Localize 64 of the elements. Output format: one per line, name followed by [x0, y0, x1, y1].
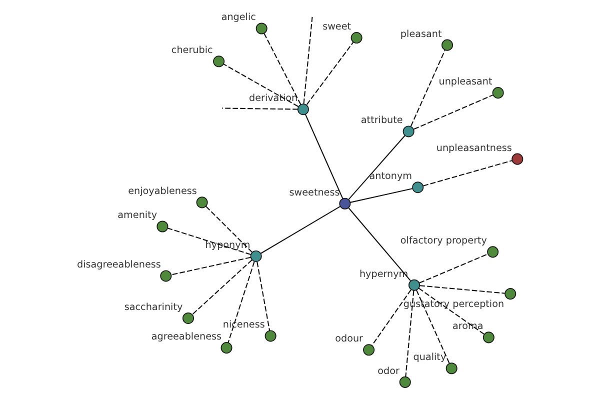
node-circle [196, 196, 208, 208]
node-label: disagreeableness [76, 260, 161, 271]
connector [171, 256, 251, 276]
connector [348, 135, 406, 200]
connector [372, 289, 412, 346]
node-label: saccharinity [124, 302, 183, 313]
node-label: amenity [118, 210, 158, 222]
connector [303, 16, 313, 104]
node-label: unpleasantness [436, 142, 512, 154]
node-label: antonym [369, 171, 412, 182]
node-circle [504, 288, 516, 300]
node-circle [487, 246, 499, 258]
node-label: angelic [221, 12, 256, 24]
node-circle [363, 344, 375, 356]
node-circle [412, 182, 424, 194]
node-circle [399, 376, 411, 388]
connector [419, 254, 488, 284]
node-circle [264, 330, 276, 342]
connector [228, 262, 255, 343]
node-circle [156, 220, 168, 232]
node-label: cherubic [171, 45, 213, 56]
node-circle [256, 22, 268, 34]
node-circle [446, 362, 458, 374]
node-label: sweetness [289, 187, 340, 198]
connector [222, 108, 298, 110]
node-circle [213, 56, 225, 68]
node-label: odour [335, 334, 364, 345]
connector [420, 285, 505, 294]
node-label: olfactory property [400, 236, 487, 247]
connector [423, 160, 512, 186]
node-label: pleasant [400, 28, 442, 40]
node-label: niceness [222, 320, 265, 331]
node-label: agreeableness [151, 331, 222, 342]
node-circle [350, 32, 362, 44]
node-circle [160, 270, 172, 282]
connector [306, 42, 354, 105]
node-label: quality [413, 352, 446, 364]
node-circle [408, 279, 420, 291]
connector [256, 262, 270, 331]
connector [414, 94, 494, 130]
node-circle [442, 39, 454, 51]
node-label: attribute [360, 115, 403, 126]
connector [223, 64, 298, 107]
connector [348, 208, 411, 282]
node-label: enjoyableness [128, 186, 197, 198]
connector [260, 206, 340, 254]
connector [192, 260, 252, 315]
node-circle [297, 104, 309, 116]
node-circle [339, 198, 351, 210]
node-circle [182, 312, 194, 324]
node-label: sweet [322, 21, 352, 32]
node-label: unpleasant [438, 76, 492, 88]
connector [350, 188, 412, 203]
node-circle [512, 153, 524, 165]
node-label: odor [378, 366, 400, 377]
node-circle [250, 250, 262, 262]
connector [405, 290, 414, 377]
connector [418, 288, 484, 335]
connector [304, 114, 344, 199]
node-circle [220, 342, 232, 354]
node-circle [492, 87, 504, 99]
node-circle [402, 126, 414, 138]
node-circle [482, 332, 494, 344]
connector [410, 50, 446, 127]
